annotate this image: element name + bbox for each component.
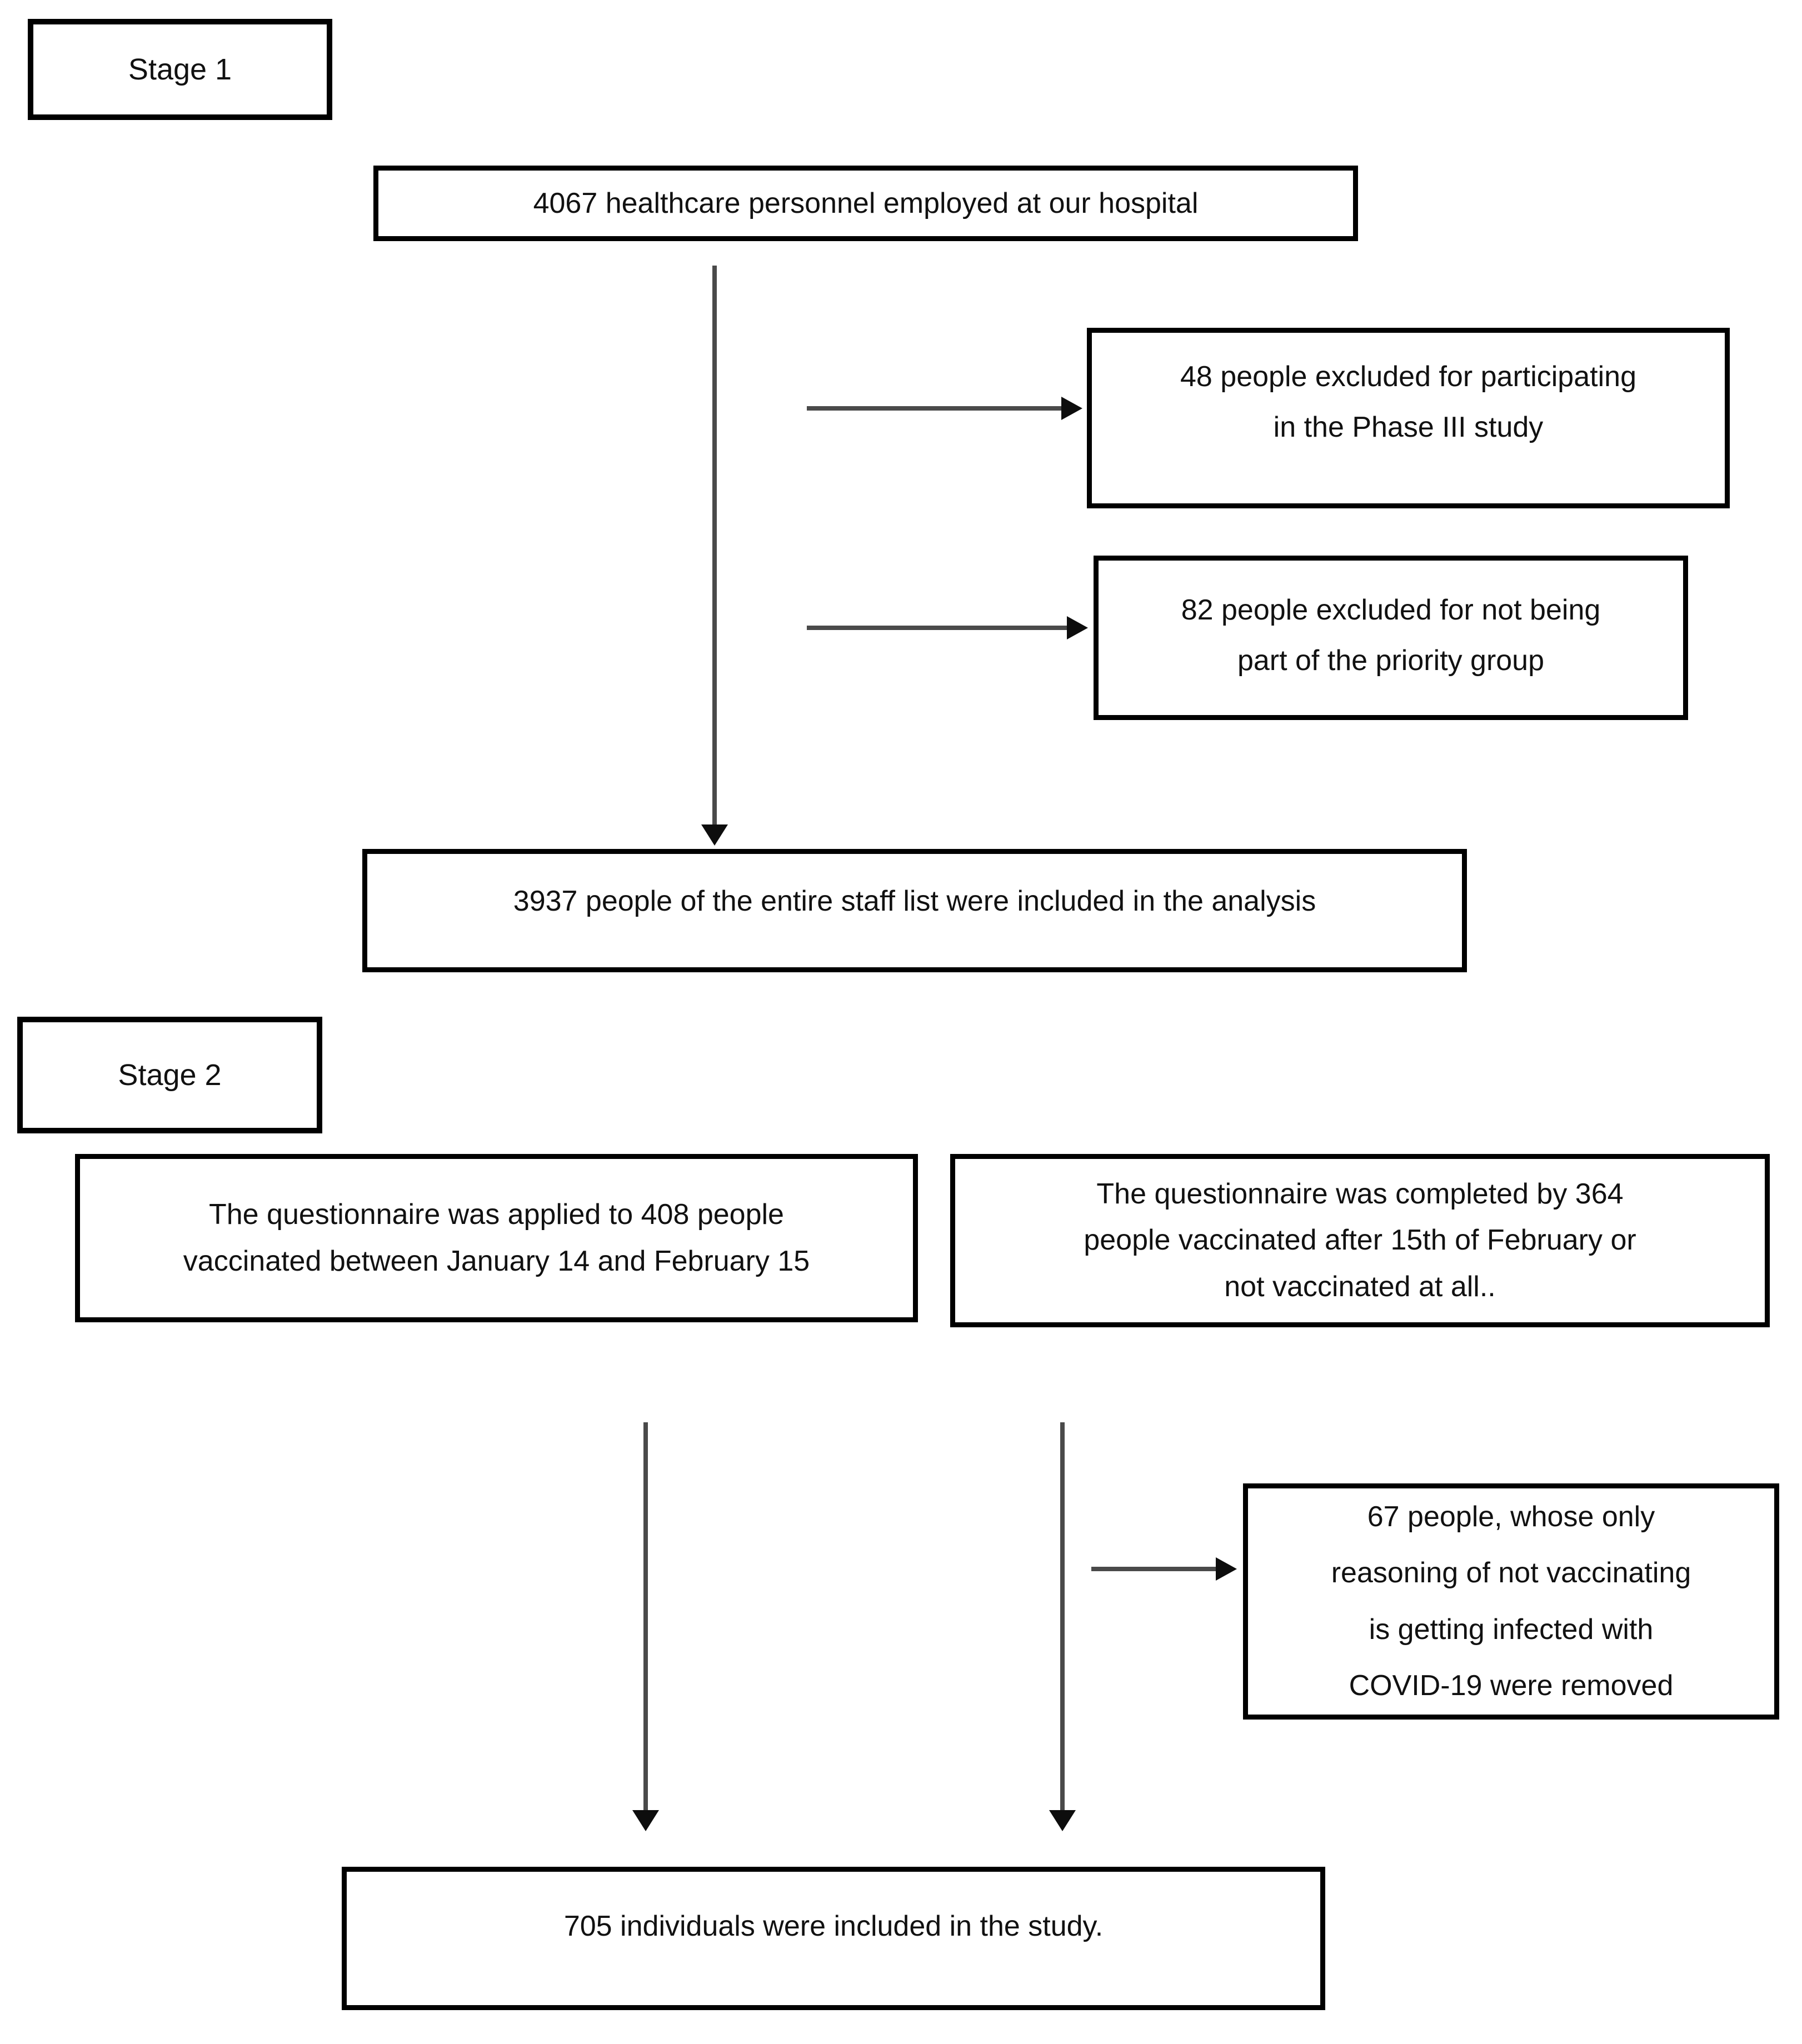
stage1-label: Stage 1 [128, 52, 232, 86]
covid-removed-text: 67 people, whose only reasoning of not v… [1331, 1500, 1691, 1702]
down-arrowhead-icon [632, 1810, 659, 1831]
questionnaire-vaccinated-text: The questionnaire was applied to 408 peo… [183, 1198, 810, 1277]
right-arrowhead-icon [1061, 397, 1082, 420]
final-included-text: 705 individuals were included in the stu… [563, 1910, 1104, 1942]
right-arrowhead-icon [1216, 1557, 1237, 1581]
stage2-box: Stage 2 [17, 1017, 322, 1133]
down-arrowhead-icon [701, 824, 728, 846]
final-included-box: 705 individuals were included in the stu… [342, 1867, 1325, 2010]
questionnaire-vaccinated-box: The questionnaire was applied to 408 peo… [75, 1154, 918, 1322]
analysis-included-text: 3937 people of the entire staff list wer… [513, 884, 1316, 917]
arrow-to-phase3-exclusion-shaft [807, 406, 1062, 411]
questionnaire-other-text: The questionnaire was completed by 364 p… [1084, 1178, 1636, 1303]
stage1-box: Stage 1 [28, 19, 332, 120]
covid-removed-box: 67 people, whose only reasoning of not v… [1243, 1483, 1779, 1720]
phase3-exclusion-box: 48 people excluded for participating in … [1087, 328, 1730, 508]
right-arrowhead-icon [1067, 616, 1088, 639]
arrow-total-to-analysis-shaft [712, 266, 717, 824]
arrow-to-covid-removed-shaft [1091, 1567, 1217, 1571]
arrow-to-priority-exclusion-shaft [807, 626, 1068, 630]
arrow-other-to-final-shaft [1060, 1422, 1065, 1811]
priority-exclusion-text: 82 people excluded for not being part of… [1181, 594, 1601, 677]
total-personnel-box: 4067 healthcare personnel employed at ou… [373, 166, 1358, 241]
total-personnel-text: 4067 healthcare personnel employed at ou… [533, 187, 1199, 219]
phase3-exclusion-text: 48 people excluded for participating in … [1180, 361, 1636, 443]
down-arrowhead-icon [1049, 1810, 1076, 1831]
stage2-label: Stage 2 [118, 1058, 222, 1092]
analysis-included-box: 3937 people of the entire staff list wer… [362, 849, 1467, 972]
questionnaire-other-box: The questionnaire was completed by 364 p… [950, 1154, 1770, 1327]
priority-exclusion-box: 82 people excluded for not being part of… [1094, 556, 1688, 720]
arrow-vaccinated-to-final-shaft [643, 1422, 648, 1811]
